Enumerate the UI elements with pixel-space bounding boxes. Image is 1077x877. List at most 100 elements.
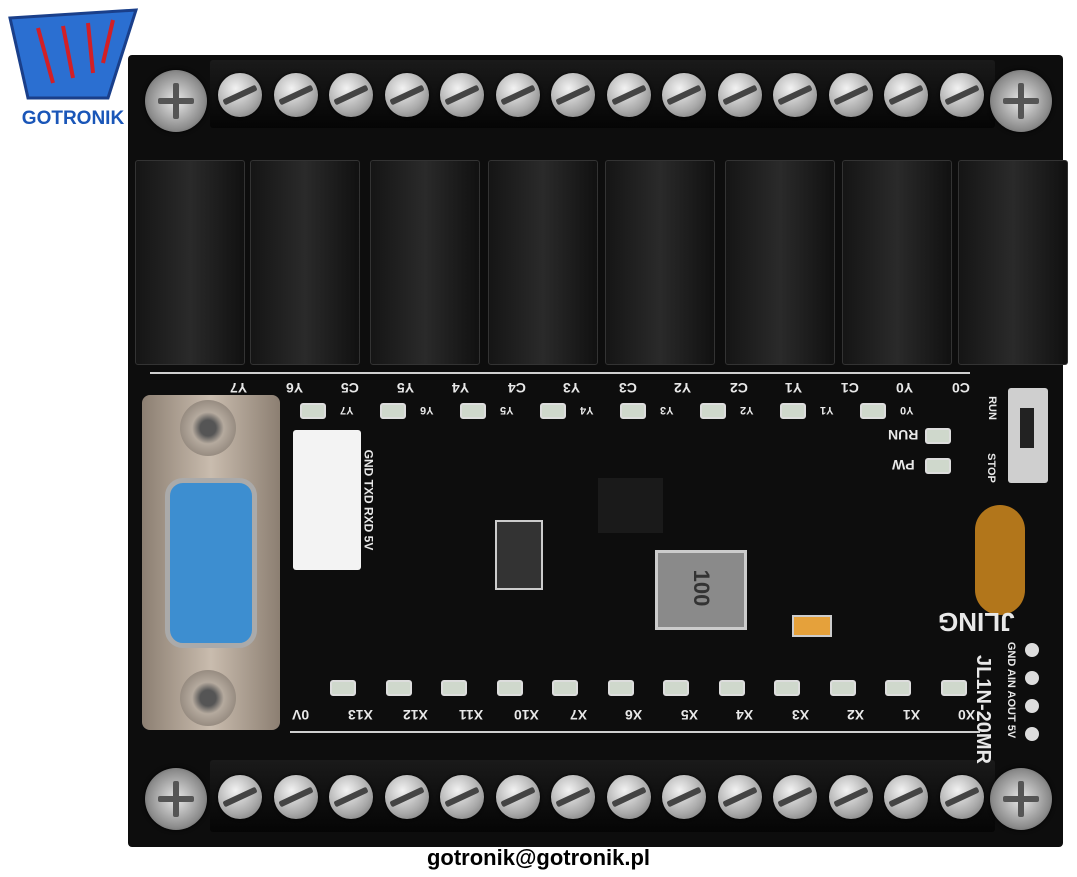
output-terminal-label: Y5 <box>396 380 414 396</box>
input-terminal-label: X13 <box>347 707 373 723</box>
header-pin[interactable] <box>1025 643 1039 657</box>
screw-terminal-output[interactable] <box>662 73 706 117</box>
serial-header-label: GND TXD RXD 5V <box>361 449 376 551</box>
input-led <box>885 680 911 696</box>
screw-terminal-input[interactable] <box>495 775 540 819</box>
header-pin[interactable] <box>1025 699 1039 713</box>
screw-terminal-input[interactable] <box>329 775 373 819</box>
screw-terminal-output[interactable] <box>828 73 873 117</box>
logo-mark-icon <box>8 8 139 100</box>
output-led-label: Y3 <box>660 404 674 416</box>
output-led <box>460 403 486 419</box>
diode-d10 <box>495 520 543 590</box>
screw-terminal-output[interactable] <box>606 73 651 117</box>
screw-terminal-output[interactable] <box>218 73 262 117</box>
output-led-label: Y1 <box>820 404 834 416</box>
screw-terminal-input[interactable] <box>828 775 873 819</box>
input-terminal-label: X7 <box>569 707 587 723</box>
input-terminal-label: X4 <box>736 707 754 723</box>
relay <box>250 160 360 365</box>
output-terminal-block <box>210 60 995 128</box>
screw-terminal-input[interactable] <box>440 775 484 819</box>
backup-battery <box>975 505 1025 615</box>
input-label-strip <box>290 705 980 733</box>
input-terminal-label: X3 <box>791 707 809 723</box>
screw-terminal-output[interactable] <box>717 73 762 117</box>
output-led <box>380 403 406 419</box>
screw-terminal-output[interactable] <box>495 73 540 117</box>
output-led-label: Y4 <box>580 404 594 416</box>
power-led <box>925 458 951 474</box>
screw-terminal-input[interactable] <box>939 775 984 819</box>
output-led <box>540 403 566 419</box>
mounting-screw <box>145 70 207 132</box>
screw-terminal-output[interactable] <box>773 73 817 117</box>
output-terminal-label: C1 <box>840 380 859 396</box>
input-terminal-label: 0V <box>292 707 310 723</box>
screw-terminal-input[interactable] <box>273 775 318 819</box>
output-led <box>780 403 806 419</box>
output-led <box>620 403 646 419</box>
input-led <box>552 680 578 696</box>
input-led <box>663 680 689 696</box>
input-led <box>607 680 634 696</box>
screw-terminal-input[interactable] <box>662 775 706 819</box>
switch-handle[interactable] <box>1020 408 1034 448</box>
output-terminal-label: Y1 <box>785 380 803 396</box>
screw-terminal-input[interactable] <box>384 775 429 819</box>
screw-terminal-output[interactable] <box>551 73 595 117</box>
output-led-label: Y2 <box>740 404 754 416</box>
output-led-label: Y7 <box>340 404 354 416</box>
serial-header-connector[interactable] <box>293 430 361 570</box>
input-terminal-label: X0 <box>958 707 976 723</box>
output-terminal-label: Y6 <box>285 380 303 396</box>
relay <box>725 160 835 365</box>
screw-terminal-input[interactable] <box>884 775 928 819</box>
input-led <box>385 680 412 696</box>
relay <box>135 160 245 365</box>
input-led <box>330 680 356 696</box>
inductor-label: 100 <box>689 569 714 607</box>
screw-terminal-output[interactable] <box>384 73 429 117</box>
inductor: 100 <box>655 550 747 630</box>
screw-terminal-output[interactable] <box>884 73 928 117</box>
screw-terminal-input[interactable] <box>717 775 762 819</box>
mounting-screw <box>145 768 207 830</box>
screw-terminal-input[interactable] <box>218 775 262 819</box>
screw-terminal-output[interactable] <box>329 73 373 117</box>
output-led <box>300 403 326 419</box>
input-terminal-block <box>210 760 995 832</box>
screw-terminal-output[interactable] <box>440 73 484 117</box>
input-terminal-label: X2 <box>847 707 865 723</box>
screw-terminal-output[interactable] <box>273 73 318 117</box>
screw-terminal-input[interactable] <box>773 775 817 819</box>
db9-serial-port[interactable] <box>165 478 257 648</box>
output-led-label: Y5 <box>500 404 514 416</box>
db9-nut <box>180 670 236 726</box>
output-terminal-label: C5 <box>341 380 359 396</box>
input-led <box>940 680 967 696</box>
header-pin[interactable] <box>1025 727 1039 741</box>
gotronik-logo: GOTRONIK <box>8 8 139 133</box>
relay <box>958 160 1068 365</box>
output-terminal-label: C2 <box>729 380 748 396</box>
header-pin[interactable] <box>1025 671 1039 685</box>
contact-email: gotronik@gotronik.pl <box>426 845 651 870</box>
input-terminal-label: X6 <box>625 707 643 723</box>
screw-terminal-input[interactable] <box>606 775 651 819</box>
switch-run-label: RUN <box>985 396 998 420</box>
capacitor-c4 <box>792 615 832 637</box>
status-led-label-run: RUN <box>888 427 919 443</box>
output-led-label: Y6 <box>420 404 434 416</box>
screw-terminal-output[interactable] <box>939 73 984 117</box>
input-terminal-label: X11 <box>458 707 483 723</box>
brand-label: JLING <box>938 607 1015 637</box>
input-terminal-label: X5 <box>680 707 698 723</box>
run-stop-switch[interactable] <box>1008 388 1048 483</box>
run-led <box>925 428 951 444</box>
output-terminal-label: Y0 <box>896 380 914 396</box>
mounting-screw <box>990 70 1052 132</box>
logo-text: GOTRONIK <box>21 108 125 129</box>
screw-terminal-input[interactable] <box>551 775 595 819</box>
output-terminal-label: Y4 <box>452 380 470 396</box>
